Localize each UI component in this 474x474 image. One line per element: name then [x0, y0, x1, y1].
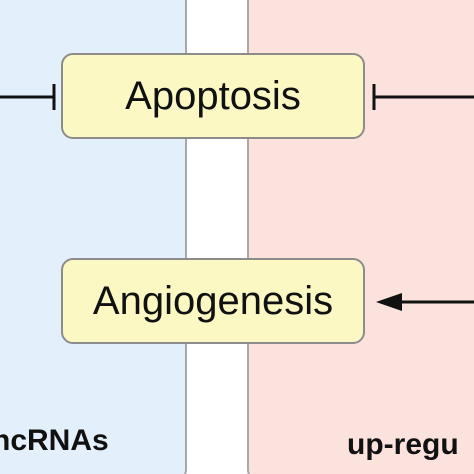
left-panel-label: ncRNAs — [0, 424, 109, 457]
right-panel-label: up-regu — [347, 428, 459, 461]
angiogenesis-node: Angiogenesis — [61, 258, 365, 344]
right-to-angiogenesis-arrowhead — [376, 293, 402, 311]
apoptosis-node: Apoptosis — [61, 53, 365, 139]
